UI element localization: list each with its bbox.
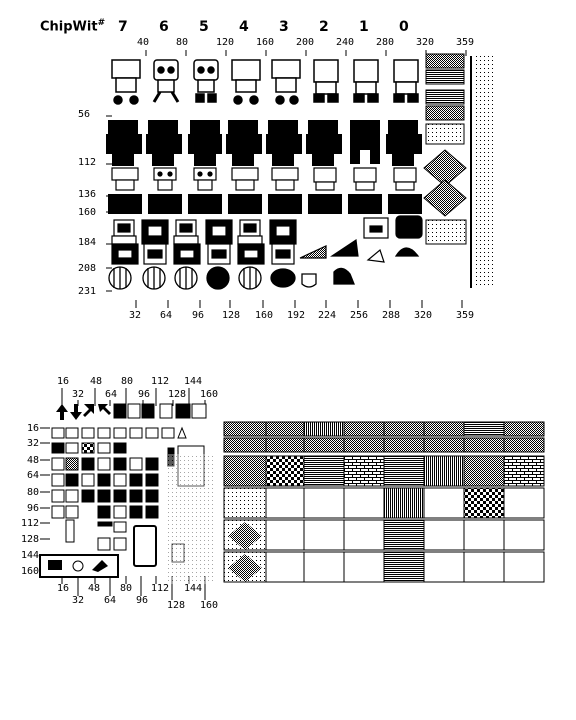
top-bx-tick-192: 192: [287, 310, 306, 321]
robot-frame-2: [313, 59, 339, 103]
top-y-tick-112: 112: [77, 157, 96, 168]
silhouette-row: [106, 120, 422, 166]
icon-y-tick-160: 160: [20, 566, 39, 577]
icon-y-tick-16: 16: [26, 423, 39, 434]
icon-y-tick-80: 80: [26, 487, 39, 498]
top-y-tick-56: 56: [77, 109, 90, 120]
icon-bx-tick-112: 112: [151, 583, 170, 594]
top-x-tick-40: 40: [137, 37, 150, 48]
icon-x-tick-48: 48: [90, 376, 103, 387]
top-sheet-ticks: [106, 50, 472, 308]
robot-frame-3: [271, 59, 301, 105]
top-bx-tick-96: 96: [192, 310, 205, 321]
top-x-tick-359: 359: [456, 37, 475, 48]
top-bx-tick-359: 359: [456, 310, 475, 321]
top-x-tick-240: 240: [336, 37, 355, 48]
top-x-tick-160: 160: [256, 37, 275, 48]
icon-bx-tick-48: 48: [88, 583, 101, 594]
icon-sheet-dotted-area: [168, 454, 216, 584]
icon-bx-tick-32: 32: [72, 595, 85, 606]
top-bx-tick-320: 320: [414, 310, 433, 321]
frame-number-3: 3: [279, 19, 289, 35]
icon-sheet-ticks: [40, 388, 206, 600]
icon-y-tick-128: 128: [20, 534, 39, 545]
top-y-tick-208: 208: [77, 263, 96, 274]
frame-number-6: 6: [159, 19, 169, 35]
top-bx-tick-256: 256: [350, 310, 369, 321]
robot-frame-6: [152, 59, 180, 103]
frame-number-0: 0: [399, 19, 409, 35]
title-mark: #: [97, 18, 106, 28]
icon-y-tick-144: 144: [20, 550, 39, 561]
robot-frame-5: [193, 59, 219, 103]
frame-number-4: 4: [239, 19, 249, 35]
icon-x-tick-96: 96: [138, 389, 151, 400]
arrow-icons-row: [56, 404, 111, 420]
top-bx-tick-224: 224: [318, 310, 337, 321]
icon-x-tick-144: 144: [184, 376, 203, 387]
icon-x-tick-128: 128: [168, 389, 187, 400]
top-x-tick-280: 280: [376, 37, 395, 48]
toolbar-icons-row: [113, 403, 207, 419]
dotted-strip: [474, 56, 494, 288]
icon-bx-tick-128: 128: [167, 600, 186, 611]
food-row: [108, 266, 355, 290]
icon-x-tick-112: 112: [151, 376, 170, 387]
page-title: ChipWit#: [40, 18, 105, 34]
robot-frame-4: [231, 59, 261, 105]
top-y-tick-184: 184: [77, 237, 96, 248]
icon-y-tick-96: 96: [26, 503, 39, 514]
top-bx-tick-160: 160: [255, 310, 274, 321]
frame-number-2: 2: [319, 19, 329, 35]
robot-row-top: [111, 59, 419, 105]
icon-y-tick-112: 112: [20, 518, 39, 529]
selection-box-icons: [48, 560, 108, 572]
top-y-tick-136: 136: [77, 189, 96, 200]
icon-x-tick-64: 64: [105, 389, 118, 400]
icon-bx-tick-160: 160: [200, 600, 219, 611]
icon-y-tick-32: 32: [26, 438, 39, 449]
top-x-tick-320: 320: [416, 37, 435, 48]
robot-row-small: [111, 167, 417, 191]
top-x-tick-120: 120: [216, 37, 235, 48]
tile-diamonds: [228, 522, 262, 582]
icon-bx-tick-96: 96: [136, 595, 149, 606]
top-bx-tick-288: 288: [382, 310, 401, 321]
tile-sheet: [223, 421, 545, 583]
frame-number-1: 1: [359, 19, 369, 35]
icon-x-tick-32: 32: [72, 389, 85, 400]
object-row-1: [111, 215, 423, 245]
icon-x-tick-16: 16: [57, 376, 70, 387]
frame-number-7: 7: [118, 19, 128, 35]
icon-bx-tick-16: 16: [57, 583, 70, 594]
robot-frame-7: [111, 59, 141, 105]
title-text: ChipWit: [40, 19, 98, 35]
icon-bx-tick-80: 80: [120, 583, 133, 594]
icon-x-tick-160: 160: [200, 389, 219, 400]
icon-bx-tick-144: 144: [184, 583, 203, 594]
top-x-tick-200: 200: [296, 37, 315, 48]
icon-bx-tick-64: 64: [104, 595, 117, 606]
top-y-tick-231: 231: [77, 286, 96, 297]
robot-frame-0: [393, 59, 419, 103]
top-bx-tick-64: 64: [160, 310, 173, 321]
top-y-tick-160: 160: [77, 207, 96, 218]
top-x-tick-80: 80: [176, 37, 189, 48]
top-bx-tick-32: 32: [129, 310, 142, 321]
icon-x-tick-80: 80: [121, 376, 134, 387]
robot-frame-1: [353, 59, 379, 103]
silhouette-row-small: [108, 194, 422, 214]
icon-y-tick-64: 64: [26, 470, 39, 481]
object-row-2: [111, 238, 420, 265]
pattern-tiles-column: [423, 53, 467, 245]
top-bx-tick-128: 128: [222, 310, 241, 321]
icon-y-tick-48: 48: [26, 455, 39, 466]
frame-number-5: 5: [199, 19, 209, 35]
